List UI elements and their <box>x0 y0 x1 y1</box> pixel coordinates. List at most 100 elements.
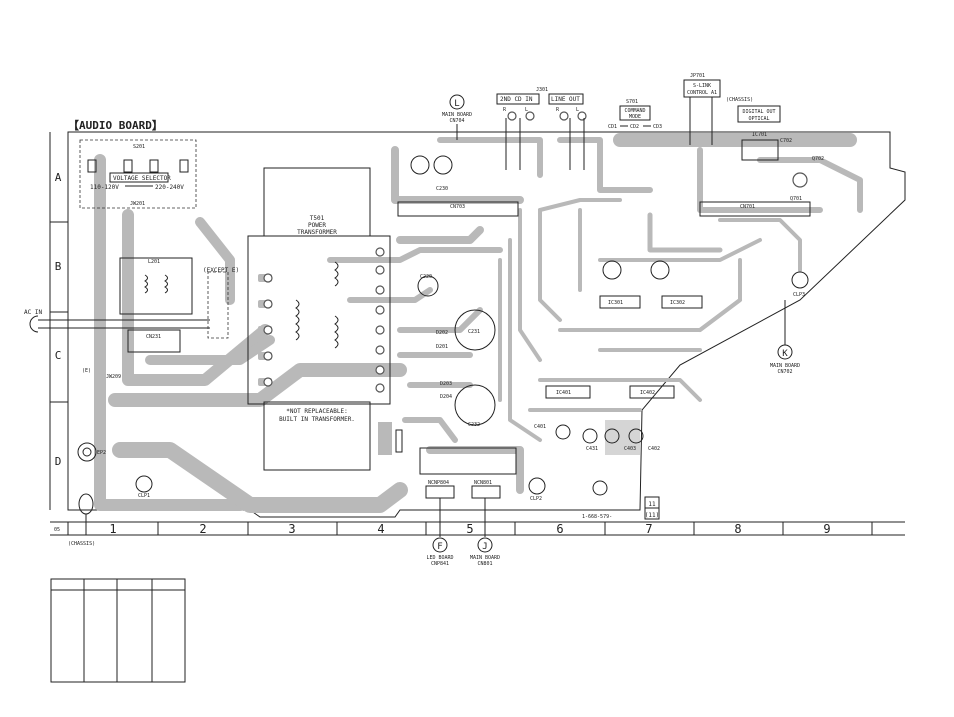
transformer-t501: T501 POWER TRANSFORMER *NOT REPLACEABLE:… <box>247 167 391 471</box>
svg-text:CN703: CN703 <box>450 204 465 210</box>
grid-corner: 05 <box>54 527 60 533</box>
line-out-label: LINE OUT <box>551 96 580 103</box>
connector-j-callout: J MAIN BOARD CN801 <box>470 537 500 567</box>
grid-col-4: 4 <box>377 522 384 536</box>
svg-text:IC402: IC402 <box>640 390 655 396</box>
svg-text:CN231: CN231 <box>146 334 161 340</box>
cn703-header: CN703 <box>397 201 519 217</box>
svg-text:11: 11 <box>648 501 656 508</box>
svg-text:C403: C403 <box>624 446 636 452</box>
signal-ics: C230 IC301 IC302 IC401 IC402 C401 C431 C… <box>410 155 703 452</box>
svg-text:T501: T501 <box>310 215 325 222</box>
svg-text:S701: S701 <box>626 99 638 105</box>
svg-text:C230: C230 <box>436 186 448 192</box>
svg-text:C402: C402 <box>648 446 660 452</box>
svg-text:D202: D202 <box>436 330 448 336</box>
grid-row-d: D <box>55 455 62 468</box>
connector-l-board: MAIN BOARD <box>442 112 472 118</box>
bottom-headers: NCNP804 NCN801 <box>419 447 517 537</box>
grid-col-1: 1 <box>109 522 116 536</box>
legend-table <box>50 578 186 683</box>
svg-text:(CHASSIS): (CHASSIS) <box>68 541 95 547</box>
svg-text:D203: D203 <box>440 381 452 387</box>
svg-text:TRANSFORMER: TRANSFORMER <box>297 229 337 236</box>
connector-f-callout: F LED BOARD CNP841 <box>426 537 454 567</box>
voltage-selector: S201 VOLTAGE SELECTOR 110-120V 220-240V <box>79 139 197 209</box>
slink-control-jack: JP701 S-LINK CONTROL A1 (CHASSIS) <box>683 73 753 145</box>
svg-text:IC302: IC302 <box>670 300 685 306</box>
svg-text:IC301: IC301 <box>608 300 623 306</box>
svg-text:C401: C401 <box>534 424 546 430</box>
voltage-low: 110-120V <box>90 184 119 191</box>
grid-row-markers: A B C D <box>49 132 68 510</box>
connector-f-board: LED BOARD <box>426 555 453 561</box>
svg-text:L: L <box>576 107 579 113</box>
copper-traces <box>94 133 863 513</box>
svg-text:L201: L201 <box>148 259 160 265</box>
svg-text:CN701: CN701 <box>740 204 755 210</box>
svg-text:C702: C702 <box>780 138 792 144</box>
svg-text:Q701: Q701 <box>790 196 802 202</box>
grid-row-a: A <box>55 171 62 184</box>
svg-text:IC701: IC701 <box>752 132 767 138</box>
connector-f-letter: F <box>437 542 442 552</box>
svg-text:JP701: JP701 <box>690 73 705 79</box>
grid-col-3: 3 <box>288 522 295 536</box>
svg-text:R: R <box>556 107 560 113</box>
svg-text:EP2: EP2 <box>97 450 106 456</box>
grid-col-5: 5 <box>466 522 473 536</box>
rectifier-section: C220 C231 C232 D202 D201 D203 D204 <box>378 274 496 453</box>
grid-row-c: C <box>55 349 62 362</box>
connector-l-letter: L <box>454 99 459 109</box>
connector-j-cn: CN801 <box>477 561 492 567</box>
input-jacks-j301: J301 2ND CD IN LINE OUT R L R L <box>496 87 587 170</box>
voltage-high: 220-240V <box>155 184 184 191</box>
svg-text:D201: D201 <box>436 344 448 350</box>
slink-label: S-LINK <box>693 83 711 89</box>
svg-text:(CHASSIS): (CHASSIS) <box>726 97 753 103</box>
ac-in-label: AC IN <box>24 309 42 316</box>
connector-k-letter: K <box>782 349 788 359</box>
transformer-pads <box>263 247 385 393</box>
optical-label: OPTICAL <box>748 116 769 122</box>
grid-col-9: 9 <box>823 522 830 536</box>
part-number: 1-668-579- <box>582 514 612 520</box>
svg-text:CD3: CD3 <box>653 124 662 130</box>
svg-text:CD2: CD2 <box>630 124 639 130</box>
command-mode-switch: S701 COMMAND MODE CD1 CD2 CD3 <box>608 99 662 130</box>
svg-text:JW209: JW209 <box>106 374 121 380</box>
except-e-label: (EXCEPT E) <box>203 267 239 274</box>
connector-l-callout: L MAIN BOARD CN704 <box>442 94 472 140</box>
connector-j-board: MAIN BOARD <box>470 555 500 561</box>
svg-text:POWER: POWER <box>308 222 326 229</box>
grid-row-b: B <box>55 260 62 273</box>
svg-text:Q702: Q702 <box>812 156 824 162</box>
grid-column-markers: 1 2 3 4 5 6 7 8 9 05 <box>54 522 873 536</box>
svg-text:J301: J301 <box>536 87 548 93</box>
command-mode-label-2: MODE <box>629 114 641 120</box>
svg-text:(E): (E) <box>82 368 91 374</box>
svg-text:R: R <box>503 107 507 113</box>
not-replaceable-note-2: BUILT IN TRANSFORMER. <box>279 416 355 423</box>
page-box: 11 (11) <box>644 496 660 520</box>
control-a1-label: CONTROL A1 <box>687 90 717 96</box>
connector-k-board: MAIN BOARD <box>770 363 800 369</box>
svg-text:C231: C231 <box>468 329 480 335</box>
svg-text:D204: D204 <box>440 394 452 400</box>
mounting-points: EP2 CLP1 CLP2 CLP3 (CHASSIS) <box>68 271 809 547</box>
command-mode-label-1: COMMAND <box>624 108 645 114</box>
except-e-jumper: (EXCEPT E) <box>203 267 239 339</box>
ac-inlet: AC IN <box>24 309 210 333</box>
svg-text:C431: C431 <box>586 446 598 452</box>
grid-col-7: 7 <box>645 522 652 536</box>
grid-col-6: 6 <box>556 522 563 536</box>
svg-text:S201: S201 <box>133 144 145 150</box>
connector-f-cn: CNP841 <box>431 561 449 567</box>
svg-text:CLP3: CLP3 <box>793 292 805 298</box>
connector-k-cn: CN702 <box>777 369 792 375</box>
optical-out-ic701: DIGITAL OUT OPTICAL IC701 Q701 C702 Q702… <box>699 105 824 217</box>
svg-text:C232: C232 <box>468 422 480 428</box>
connector-j-letter: J <box>482 542 487 552</box>
svg-text:IC401: IC401 <box>556 390 571 396</box>
